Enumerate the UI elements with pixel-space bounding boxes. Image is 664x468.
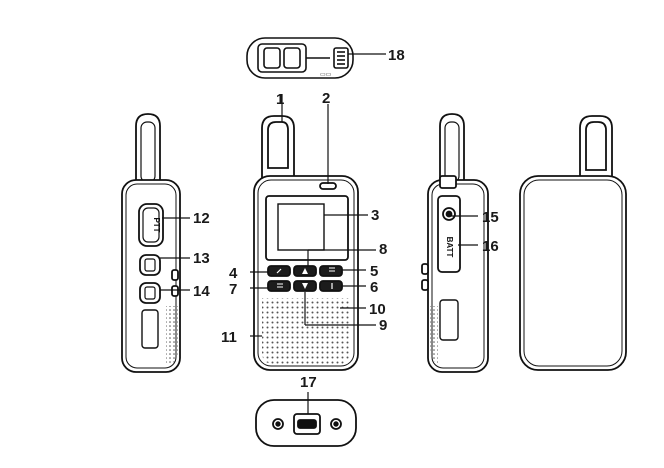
callout-15: 15 — [482, 209, 499, 226]
bottom-view — [255, 399, 357, 447]
callout-18: 18 — [388, 47, 405, 64]
batt-text: BATT — [445, 237, 454, 258]
side-button-upper — [139, 254, 161, 276]
callout-16: 16 — [482, 238, 499, 255]
top-view: ▭▭ — [246, 37, 354, 79]
display-screen — [265, 195, 349, 261]
front-view — [253, 115, 359, 371]
callout-5: 5 — [370, 263, 378, 280]
left-body — [121, 179, 181, 373]
callout-2: 2 — [322, 90, 330, 107]
left-antenna — [135, 113, 161, 187]
callout-17: 17 — [300, 374, 317, 391]
callout-13: 13 — [193, 250, 210, 267]
callout-7: 7 — [229, 281, 237, 298]
back-antenna — [579, 115, 613, 183]
keypad — [267, 265, 343, 292]
right-body — [427, 179, 489, 373]
callout-8: 8 — [379, 241, 387, 258]
side-button-lower — [139, 282, 161, 304]
antenna-knob-top — [333, 47, 349, 69]
callout-10: 10 — [369, 301, 386, 318]
callout-14: 14 — [193, 283, 210, 300]
callout-3: 3 — [371, 207, 379, 224]
right-side-view: BATT — [421, 113, 489, 373]
ptt-text: PTT — [152, 217, 161, 232]
callout-12: 12 — [193, 210, 210, 227]
callout-labels: 1 2 3 4 5 6 7 8 9 10 11 12 13 14 15 16 1… — [193, 47, 499, 391]
callout-9: 9 — [379, 317, 387, 334]
left-side-view: PTT — [121, 113, 181, 373]
callout-11: 11 — [221, 329, 237, 346]
front-antenna — [261, 115, 295, 179]
back-body — [519, 175, 627, 371]
back-view — [519, 115, 627, 371]
callout-6: 6 — [370, 279, 378, 296]
svg-text:▭▭: ▭▭ — [320, 72, 332, 78]
battery-latch — [437, 195, 461, 273]
speaker-grille — [262, 298, 350, 364]
ptt-button: PTT — [138, 203, 164, 247]
leader-lines — [160, 53, 478, 414]
callout-1: 1 — [276, 91, 284, 108]
right-antenna — [439, 113, 465, 187]
callout-4: 4 — [229, 265, 238, 282]
